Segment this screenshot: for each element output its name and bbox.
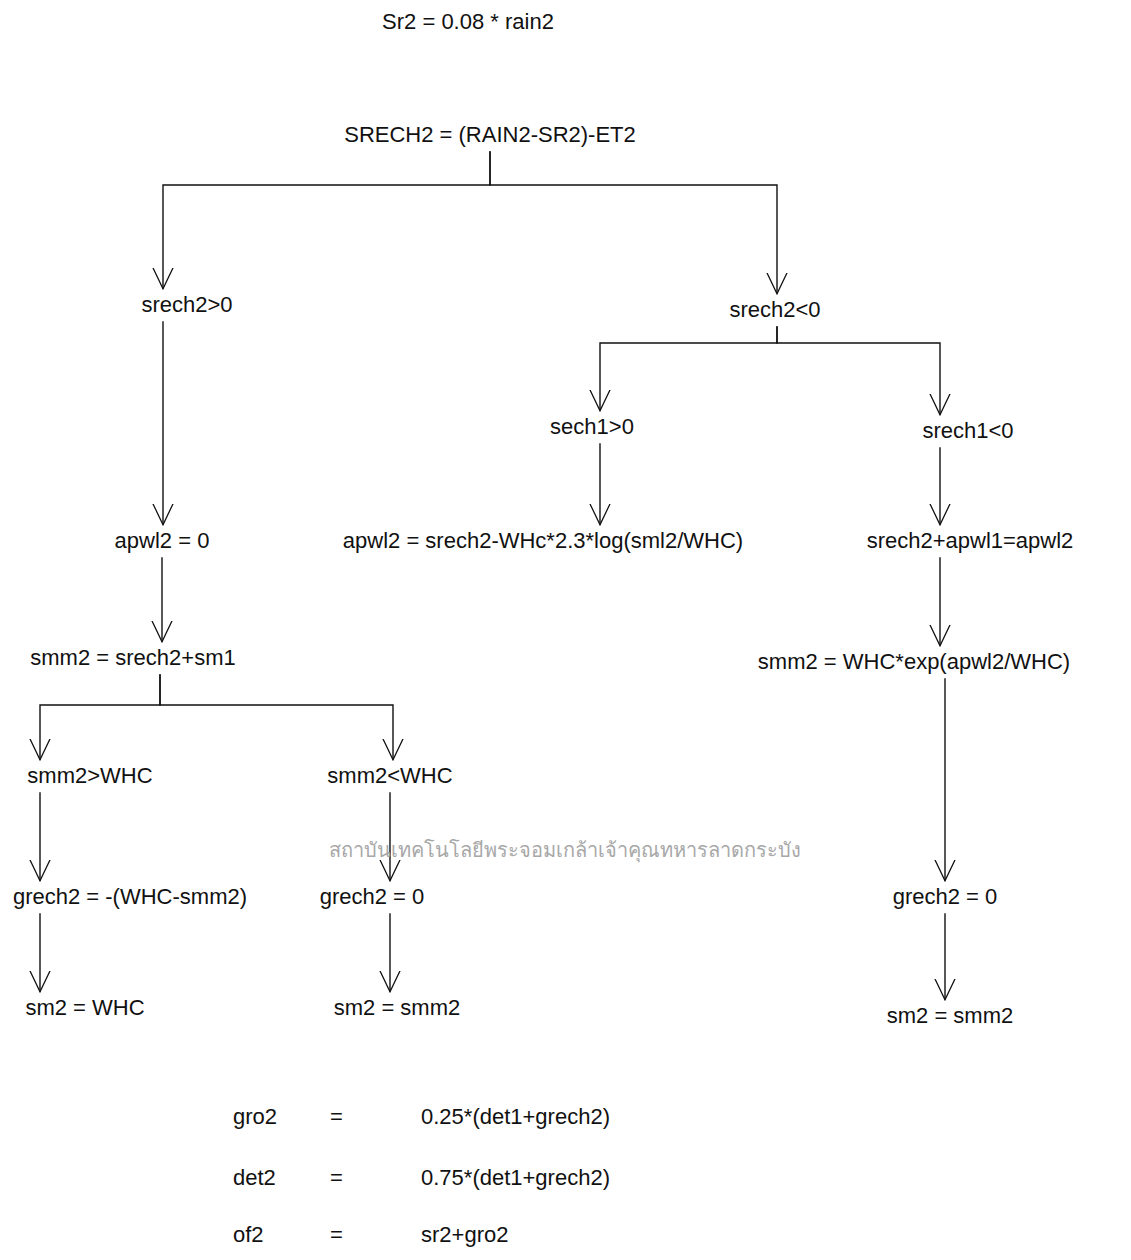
flow-step: grech2 = 0	[316, 881, 429, 913]
flow-step: smm2<WHC	[323, 760, 456, 792]
step-text: srech2<0	[729, 297, 820, 323]
flow-step: apwl2 = 0	[111, 525, 214, 557]
step-text: sm2 = WHC	[25, 995, 144, 1021]
equation-text: =	[330, 1222, 343, 1248]
flow-arrow	[944, 913, 945, 1000]
flow-arrow	[39, 913, 40, 992]
flow-step: srech2+apwl1=apwl2	[863, 525, 1078, 557]
flow-arrow	[389, 913, 390, 992]
flow-step: sech1>0	[546, 411, 638, 443]
step-text: apwl2 = srech2-WHc*2.3*log(sml2/WHC)	[343, 528, 743, 554]
flow-step: srech2>0	[137, 289, 236, 321]
equation-text: 0.25*(det1+grech2)	[421, 1104, 610, 1130]
flow-step: srech2<0	[725, 294, 824, 326]
flow-arrow	[944, 678, 945, 881]
flow-step: SRECH2 = (RAIN2-SR2)-ET2	[340, 119, 640, 151]
equation-text: sr2+gro2	[421, 1222, 508, 1248]
flow-arrow	[161, 557, 162, 642]
step-text: SRECH2 = (RAIN2-SR2)-ET2	[344, 122, 636, 148]
flow-step: srech1<0	[918, 415, 1017, 447]
equation-text: Sr2 = 0.08 * rain2	[382, 9, 554, 35]
flow-step: sm2 = smm2	[883, 1000, 1018, 1032]
flow-step: sm2 = WHC	[21, 992, 148, 1024]
equation-text: gro2	[233, 1104, 277, 1130]
step-text: grech2 = -(WHC-smm2)	[13, 884, 247, 910]
flow-step: smm2>WHC	[23, 760, 156, 792]
flow-arrow	[599, 443, 600, 525]
step-text: grech2 = 0	[320, 884, 425, 910]
equation-text: det2	[233, 1165, 276, 1191]
step-text: srech1<0	[922, 418, 1013, 444]
step-text: smm2<WHC	[327, 763, 452, 789]
step-text: apwl2 = 0	[115, 528, 210, 554]
step-text: smm2 = srech2+sm1	[30, 645, 235, 671]
watermark: สถาบันเทคโนโลยีพระจอมเกล้าเจ้าคุณทหารลาด…	[329, 838, 801, 862]
equation-text: =	[330, 1104, 343, 1130]
flow-step: grech2 = -(WHC-smm2)	[9, 881, 251, 913]
flow-arrow	[40, 674, 160, 760]
step-text: grech2 = 0	[893, 884, 998, 910]
flow-step: smm2 = WHC*exp(apwl2/WHC)	[754, 646, 1074, 678]
flow-arrow	[389, 792, 390, 881]
flow-step: grech2 = 0	[889, 881, 1002, 913]
step-text: smm2>WHC	[27, 763, 152, 789]
step-text: srech2+apwl1=apwl2	[867, 528, 1074, 554]
flow-step: smm2 = srech2+sm1	[26, 642, 239, 674]
flow-arrow	[163, 151, 490, 289]
flow-arrow	[600, 326, 777, 411]
flow-arrow	[777, 326, 940, 415]
flow-arrow	[939, 447, 940, 525]
step-text: srech2>0	[141, 292, 232, 318]
equation-text: 0.75*(det1+grech2)	[421, 1165, 610, 1191]
step-text: sech1>0	[550, 414, 634, 440]
flow-arrow	[490, 151, 777, 294]
step-text: sm2 = smm2	[334, 995, 461, 1021]
flow-arrow	[939, 557, 940, 646]
flow-arrow	[39, 792, 40, 881]
flow-arrow	[162, 321, 163, 525]
flow-step: sm2 = smm2	[330, 992, 465, 1024]
step-text: smm2 = WHC*exp(apwl2/WHC)	[758, 649, 1070, 675]
flow-arrow	[160, 674, 393, 760]
step-text: sm2 = smm2	[887, 1003, 1014, 1029]
equation-text: of2	[233, 1222, 264, 1248]
equation-text: =	[330, 1165, 343, 1191]
flow-step: apwl2 = srech2-WHc*2.3*log(sml2/WHC)	[339, 525, 747, 557]
